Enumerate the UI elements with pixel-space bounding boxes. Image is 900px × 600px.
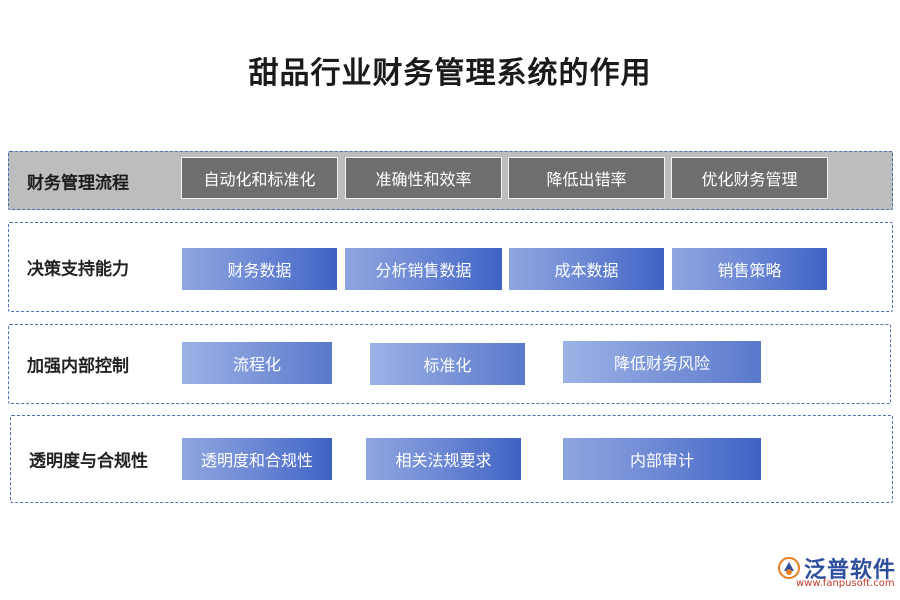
diagram-title: 甜品行业财务管理系统的作用 <box>248 56 652 91</box>
row-label: 决策支持能力 <box>27 259 129 280</box>
brand-name: 泛普软件 <box>804 558 897 583</box>
box-sales-analysis: 分析销售数据 <box>345 248 502 290</box>
box-process: 流程化 <box>182 342 332 384</box>
box-standardization: 标准化 <box>370 343 525 385</box>
brand-logo: 泛普软件 <box>778 552 896 584</box>
box-sales-strategy: 销售策略 <box>672 248 827 290</box>
box-regulations: 相关法规要求 <box>366 438 521 480</box>
row-label: 透明度与合规性 <box>29 451 148 472</box>
box-automation-standardization: 自动化和标准化 <box>181 157 338 199</box>
box-optimize-management: 优化财务管理 <box>671 157 828 199</box>
row-label: 财务管理流程 <box>27 173 129 193</box>
brand-logo-icon <box>778 557 800 579</box>
row-decision-support: 决策支持能力 <box>8 222 893 312</box>
box-reduce-financial-risk: 降低财务风险 <box>563 341 761 383</box>
box-internal-audit: 内部审计 <box>563 438 761 480</box>
row-internal-control: 加强内部控制 <box>8 324 891 404</box>
row-label: 加强内部控制 <box>27 356 129 377</box>
box-accuracy-efficiency: 准确性和效率 <box>345 157 502 199</box>
row-transparency-compliance: 透明度与合规性 <box>10 415 893 503</box>
box-transparency-compliance: 透明度和合规性 <box>182 438 332 480</box>
box-financial-data: 财务数据 <box>182 248 337 290</box>
box-reduce-errors: 降低出错率 <box>508 157 665 199</box>
brand-url: www.fanpusoft.com <box>796 578 895 589</box>
box-cost-data: 成本数据 <box>509 248 664 290</box>
